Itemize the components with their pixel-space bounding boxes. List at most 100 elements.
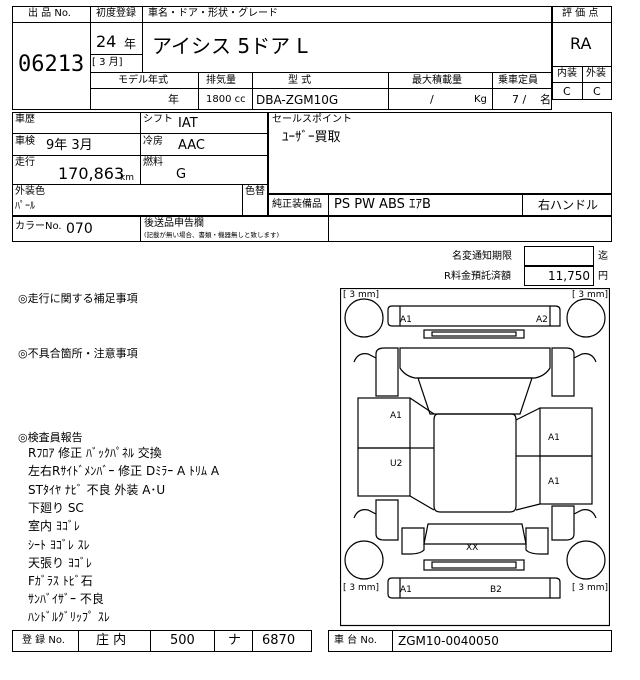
tire-front-right bbox=[566, 298, 606, 338]
inspector-line: 左右Rｻｲﾄﾞﾒﾝﾊﾞｰ 修正 Dﾐﾗｰ A ﾄﾘﾑ A bbox=[28, 464, 220, 478]
chassis-block bbox=[328, 630, 612, 652]
damage-front-left: A1 bbox=[400, 315, 412, 325]
rear-left-quarter bbox=[375, 499, 399, 541]
recycle-box bbox=[524, 266, 594, 286]
color-label: 外装色 bbox=[15, 186, 45, 197]
right-rear-door bbox=[539, 455, 593, 505]
chassis-label: 車 台 No. bbox=[334, 635, 377, 646]
reg-area: 庄 内 bbox=[96, 633, 127, 648]
windshield bbox=[417, 377, 533, 415]
tire-rear-right bbox=[566, 540, 606, 580]
damage-left-rear-door: U2 bbox=[390, 459, 402, 469]
diagram-frame bbox=[340, 288, 610, 627]
color-change-label: 色替 bbox=[245, 186, 265, 197]
damage-right-front-door: A1 bbox=[548, 433, 560, 443]
back-door bbox=[401, 527, 425, 555]
shift-value: IAT bbox=[178, 116, 198, 131]
history-label: 車歴 bbox=[15, 114, 35, 125]
front-right-fender bbox=[551, 347, 575, 397]
defect-notes-label: ◎不具合箇所・注意事項 bbox=[18, 347, 138, 360]
damage-rear-center: XX bbox=[466, 543, 478, 553]
shift-label: シフト bbox=[143, 114, 173, 125]
car-name-value: アイシス 5ドア L bbox=[152, 34, 308, 58]
interior-value: C bbox=[563, 85, 571, 98]
eval-label: 評 価 点 bbox=[562, 8, 599, 19]
car-damage-diagram: [ 3 mm] [ 3 mm] [ 3 mm] [ 3 mm] A1 A2 A1… bbox=[340, 288, 610, 627]
chassis-value: ZGM10-0040050 bbox=[398, 634, 499, 648]
damage-rear-bumper: B2 bbox=[490, 585, 502, 595]
reg-class: 500 bbox=[170, 633, 195, 648]
equipment-label: 純正装備品 bbox=[272, 199, 322, 210]
first-reg-month: [ 3 月] bbox=[92, 57, 123, 68]
first-reg-label: 初度登録 bbox=[96, 8, 136, 19]
left-front-door bbox=[357, 397, 411, 449]
inspector-line: 天張り ﾖｺﾞﾚ bbox=[28, 556, 92, 570]
deadline-label: 名変通知期限 bbox=[452, 251, 512, 262]
color-no-block bbox=[12, 216, 612, 242]
inspector-line: ｼｰﾄ ﾖｺﾞﾚ ｽﾚ bbox=[28, 538, 90, 552]
reg-kana: ナ bbox=[228, 633, 242, 648]
equipment-value: PS PW ABS ｴｱB bbox=[334, 197, 431, 212]
recycle-label: R料金預託済額 bbox=[444, 271, 511, 282]
equipment-block bbox=[268, 194, 612, 216]
spec-capacity-value: 7 / bbox=[512, 93, 527, 106]
lot-no-label: 出 品 No. bbox=[28, 8, 71, 19]
driving-notes-label: ◎走行に関する補足事項 bbox=[18, 292, 138, 305]
mileage-unit: km bbox=[120, 173, 134, 183]
car-name-label: 車名・ドア・形状・グレード bbox=[148, 8, 278, 19]
tire-rl-depth: [ 3 mm] bbox=[343, 583, 379, 593]
header-block bbox=[12, 6, 552, 110]
fuel-value: G bbox=[176, 167, 187, 182]
ac-label: 冷房 bbox=[143, 136, 163, 147]
lot-no-value: 06213 bbox=[18, 52, 85, 77]
roof bbox=[433, 413, 517, 513]
damage-right-rear-door: A1 bbox=[548, 477, 560, 487]
ac-value: AAC bbox=[178, 138, 205, 153]
spec-max-load-sep: / bbox=[430, 93, 434, 106]
front-bumper bbox=[387, 305, 561, 327]
spec-capacity-unit: 名 bbox=[540, 93, 551, 106]
fuel-label: 燃料 bbox=[143, 157, 163, 168]
tire-fl-depth: [ 3 mm] bbox=[343, 290, 379, 300]
damage-rear-left: A1 bbox=[400, 585, 412, 595]
reg-number: 6870 bbox=[262, 633, 296, 648]
right-front-door bbox=[539, 407, 593, 457]
aftermarket-label: 後送品申告欄 bbox=[144, 218, 204, 229]
inspector-line: STﾀｲﾔ ﾅﾋﾞ 不良 外装 A･U bbox=[28, 483, 166, 497]
spec-max-load-label: 最大積載量 bbox=[412, 75, 462, 86]
first-reg-year-unit: 年 bbox=[124, 37, 137, 51]
sales-point-block bbox=[268, 112, 612, 194]
spec-max-load-unit: Kg bbox=[474, 94, 487, 105]
inspector-line: Fｶﾞﾗｽ ﾄﾋﾞ石 bbox=[28, 574, 93, 588]
left-rear-door bbox=[357, 447, 411, 497]
first-reg-year: 24 bbox=[96, 32, 117, 51]
rear-window bbox=[423, 523, 527, 545]
bonnet bbox=[399, 347, 551, 379]
sales-point-label: セールスポイント bbox=[272, 114, 352, 125]
rear-panel bbox=[423, 559, 525, 571]
rear-bumper bbox=[387, 577, 561, 599]
recycle-value: 11,750 bbox=[548, 269, 590, 283]
deadline-box bbox=[524, 246, 594, 266]
interior-label: 内装 bbox=[557, 68, 577, 79]
spec-type-value: DBA-ZGM10G bbox=[256, 93, 339, 107]
damage-front-right: A2 bbox=[536, 315, 548, 325]
reg-no-label: 登 録 No. bbox=[22, 635, 65, 646]
spec-displacement-label: 排気量 bbox=[206, 75, 236, 86]
aftermarket-note: (記載が無い場合、書類・機器無しと致します) bbox=[144, 231, 280, 239]
color-no-value: 070 bbox=[66, 221, 93, 237]
recycle-unit: 円 bbox=[598, 271, 608, 282]
inspector-line: ﾊﾝﾄﾞﾙｸﾞﾘｯﾌﾟ ｽﾚ bbox=[28, 610, 110, 624]
shaken-value: 9年 3月 bbox=[46, 138, 93, 153]
rear-right-quarter bbox=[551, 505, 575, 541]
inspector-report-label: ◎検査員報告 bbox=[18, 431, 83, 444]
deadline-unit: 迄 bbox=[598, 251, 608, 262]
spec-displacement-value: 1800 cc bbox=[206, 94, 246, 105]
spec-capacity-label: 乗車定員 bbox=[498, 75, 538, 86]
registration-block bbox=[12, 630, 312, 652]
inspector-line: Rﾌﾛｱ 修正 ﾊﾞｯｸﾊﾟﾈﾙ 交換 bbox=[28, 446, 162, 460]
front-left-fender bbox=[375, 347, 399, 397]
color-no-label: カラーNo. bbox=[15, 221, 62, 232]
inspector-line: ｻﾝﾊﾞｲｻﾞｰ 不良 bbox=[28, 592, 104, 606]
tire-rear-left bbox=[344, 540, 384, 580]
